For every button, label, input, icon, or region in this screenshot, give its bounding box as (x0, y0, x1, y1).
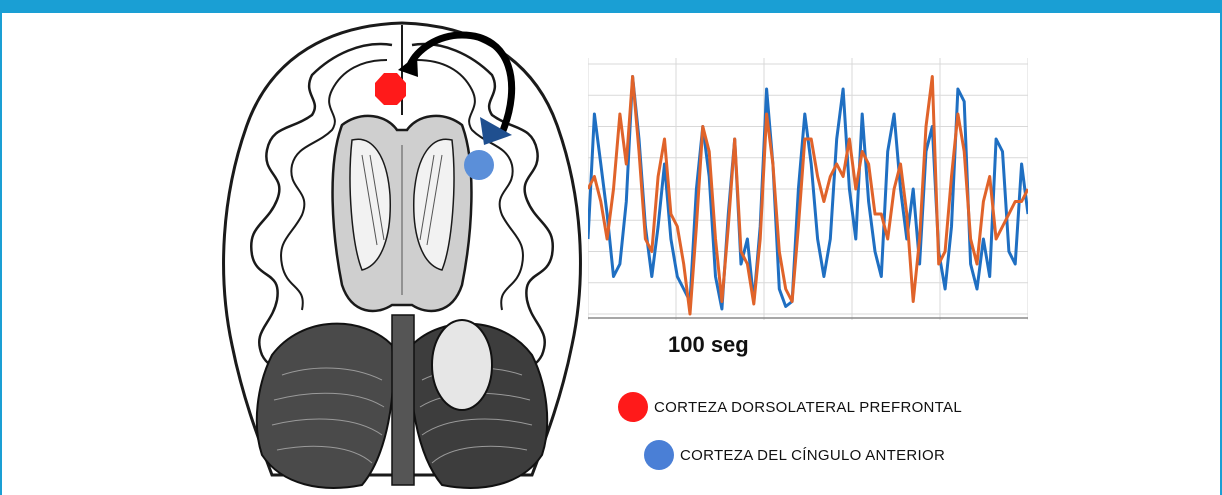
red-dot-icon (618, 392, 648, 422)
temporal-lobe-right (432, 320, 492, 410)
legend-item-dlpfc: CORTEZA DORSOLATERAL PREFRONTAL (618, 392, 962, 422)
series-line-dlpfc (588, 77, 1028, 315)
acc-marker (464, 150, 494, 180)
brain-illustration (212, 15, 592, 495)
legend-item-acc: CORTEZA DEL CÍNGULO ANTERIOR (644, 440, 945, 470)
time-scale-label: 100 seg (668, 332, 749, 358)
blue-dot-icon (644, 440, 674, 470)
cerebellum-left (257, 324, 393, 488)
left-border (0, 13, 2, 495)
legend-label-acc: CORTEZA DEL CÍNGULO ANTERIOR (680, 447, 945, 464)
series-line-acc (588, 77, 1028, 310)
legend-label-dlpfc: CORTEZA DORSOLATERAL PREFRONTAL (654, 399, 962, 416)
brainstem (392, 315, 414, 485)
top-border (0, 0, 1222, 13)
signal-chart (588, 58, 1028, 320)
